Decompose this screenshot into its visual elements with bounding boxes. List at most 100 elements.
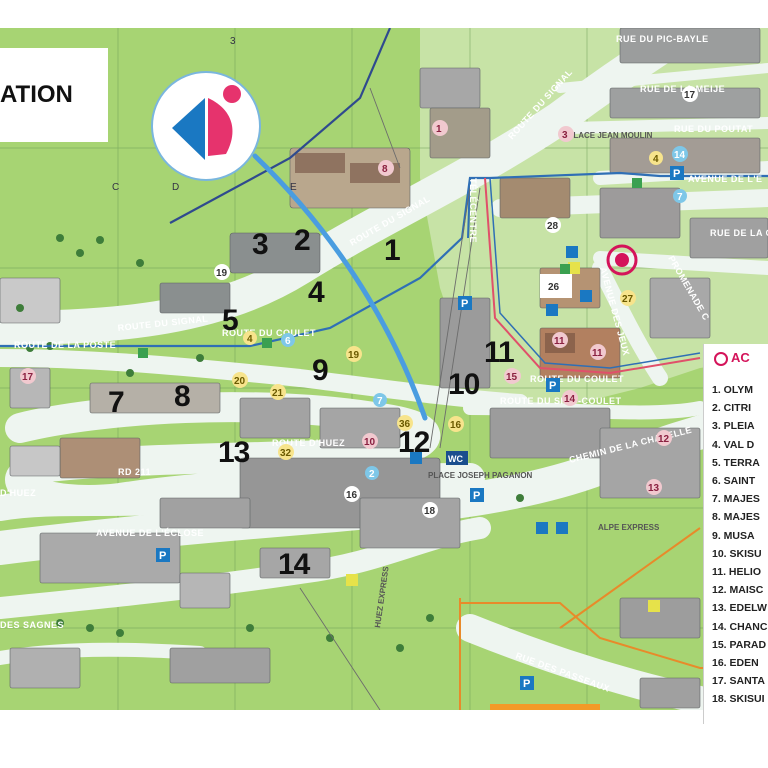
- handwritten-number-3: 3: [252, 228, 269, 261]
- legend-item: 7. MAJES: [712, 493, 760, 506]
- svg-text:18: 18: [424, 506, 436, 517]
- street-dhuez: D'HUEZ: [0, 488, 36, 498]
- svg-text:11: 11: [554, 336, 565, 347]
- marker-2[interactable]: 2: [365, 466, 379, 480]
- handwritten-number-11: 11: [484, 336, 515, 369]
- tourist-info-icon: [410, 452, 422, 464]
- health-icon: [632, 178, 642, 188]
- svg-text:28: 28: [547, 221, 559, 232]
- marker-14[interactable]: 14: [672, 146, 688, 162]
- street-route-du-coulet-2: ROUTE DU COULET: [530, 374, 624, 384]
- legend-item: 14. CHANC: [712, 620, 768, 633]
- legend-item: 16. EDEN: [712, 657, 759, 669]
- svg-text:P: P: [473, 490, 480, 502]
- svg-text:17: 17: [22, 372, 34, 383]
- map-illustration: ROUTE DU SIGNAL ROUTE DU SIGNAL ROUTE DU…: [0, 28, 768, 710]
- health-icon: [560, 264, 570, 274]
- marker-19b[interactable]: 19: [346, 346, 362, 362]
- marker-19[interactable]: 19: [214, 264, 230, 280]
- handwritten-number-5: 5: [222, 304, 239, 337]
- svg-text:27: 27: [622, 294, 634, 305]
- svg-text:16: 16: [346, 490, 358, 501]
- svg-text:16: 16: [450, 420, 462, 431]
- marker-1[interactable]: 1: [432, 120, 448, 136]
- street-rd211: RD 211: [118, 467, 151, 477]
- street-rue-du-poutat: RUE DU POUTAT: [674, 124, 753, 134]
- marker-4[interactable]: 4: [243, 331, 257, 345]
- grid-3: 3: [230, 36, 236, 47]
- marker-27[interactable]: 27: [620, 290, 636, 306]
- handwritten-number-4: 4: [308, 276, 325, 309]
- cafe-icon: [568, 262, 580, 274]
- svg-text:19: 19: [216, 268, 228, 279]
- svg-text:6: 6: [285, 336, 291, 347]
- svg-text:19: 19: [348, 350, 360, 361]
- marker-11[interactable]: 11: [552, 332, 568, 348]
- marker-11b[interactable]: 11: [590, 344, 606, 360]
- svg-text:7: 7: [677, 192, 683, 203]
- place-joseph-paganon: PLACE JOSEPH PAGANON: [428, 471, 533, 480]
- legend-item: 10. SKISU: [712, 547, 762, 560]
- handwritten-number-1: 1: [384, 234, 401, 267]
- legend-marker-icon: [714, 351, 728, 366]
- marker-17b[interactable]: 17: [20, 368, 36, 384]
- marker-13[interactable]: 13: [646, 479, 662, 495]
- marker-18[interactable]: 18: [422, 502, 438, 518]
- svg-text:1: 1: [436, 124, 442, 135]
- marker-26[interactable]: 26: [540, 274, 572, 298]
- street-route-du-sigus-coulet: ROUTE DU SIGU-COULET: [500, 396, 622, 406]
- marker-3[interactable]: 3: [558, 126, 574, 142]
- marker-32[interactable]: 32: [278, 444, 294, 460]
- marker-21[interactable]: 21: [270, 384, 286, 400]
- map-title-box: ATION: [0, 48, 108, 142]
- marker-12[interactable]: 12: [656, 430, 672, 446]
- svg-text:3: 3: [562, 130, 568, 141]
- tourist-info-icon: [546, 304, 558, 316]
- marker-16b[interactable]: 16: [448, 416, 464, 432]
- marker-15[interactable]: 15: [504, 368, 520, 384]
- marker-10[interactable]: 10: [362, 433, 378, 449]
- svg-text:4: 4: [247, 334, 253, 345]
- svg-text:21: 21: [272, 388, 284, 399]
- location-pin-icon[interactable]: [606, 244, 638, 276]
- marker-36[interactable]: 36: [397, 415, 413, 431]
- svg-text:36: 36: [399, 419, 411, 430]
- svg-text:7: 7: [377, 396, 383, 407]
- marker-16[interactable]: 16: [344, 486, 360, 502]
- cafe-icon: [346, 574, 358, 586]
- street-rue-des-sagnes: DES SAGNES: [0, 620, 64, 630]
- grid-d: D: [172, 182, 179, 193]
- marker-8[interactable]: 8: [378, 160, 394, 176]
- marker-17[interactable]: 17: [682, 86, 698, 102]
- svg-text:WC: WC: [448, 454, 463, 464]
- svg-text:13: 13: [648, 483, 660, 494]
- svg-text:8: 8: [382, 164, 388, 175]
- legend-item: 12. MAISC: [712, 584, 764, 597]
- street-rue-de-la-meije: RUE DE LA MEIJE: [640, 84, 725, 94]
- handwritten-number-14: 14: [278, 548, 310, 581]
- marker-20[interactable]: 20: [232, 372, 248, 388]
- marker-6[interactable]: 6: [281, 333, 295, 347]
- marker-14b[interactable]: 14: [562, 390, 578, 406]
- street-alpe-express: ALPE EXPRESS: [598, 523, 660, 532]
- legend-item: 15. PARAD: [712, 638, 767, 651]
- parking-icon: P: [546, 378, 560, 392]
- legend-heading: AC: [714, 350, 750, 366]
- marker-4b[interactable]: 4: [649, 151, 663, 165]
- handwritten-number-10: 10: [448, 368, 480, 401]
- marker-7[interactable]: 7: [373, 393, 387, 407]
- legend-item: 6. SAINT: [712, 475, 756, 487]
- marker-7b[interactable]: 7: [673, 189, 687, 203]
- health-icon: [138, 348, 148, 358]
- svg-text:17: 17: [684, 90, 696, 101]
- legend-item: 1. OLYM: [712, 384, 754, 396]
- legend-item: 17. SANTA: [712, 675, 765, 688]
- tourist-info-icon: [536, 522, 548, 534]
- svg-text:11: 11: [592, 348, 603, 359]
- svg-text:14: 14: [564, 394, 576, 405]
- street-avenue-de-leclose: AVENUE DE L'ÉCLOSE: [96, 528, 204, 538]
- handwritten-number-8: 8: [174, 380, 191, 413]
- marker-28[interactable]: 28: [545, 217, 561, 233]
- street-rue-de-la-gre: RUE DE LA GRE: [710, 228, 768, 238]
